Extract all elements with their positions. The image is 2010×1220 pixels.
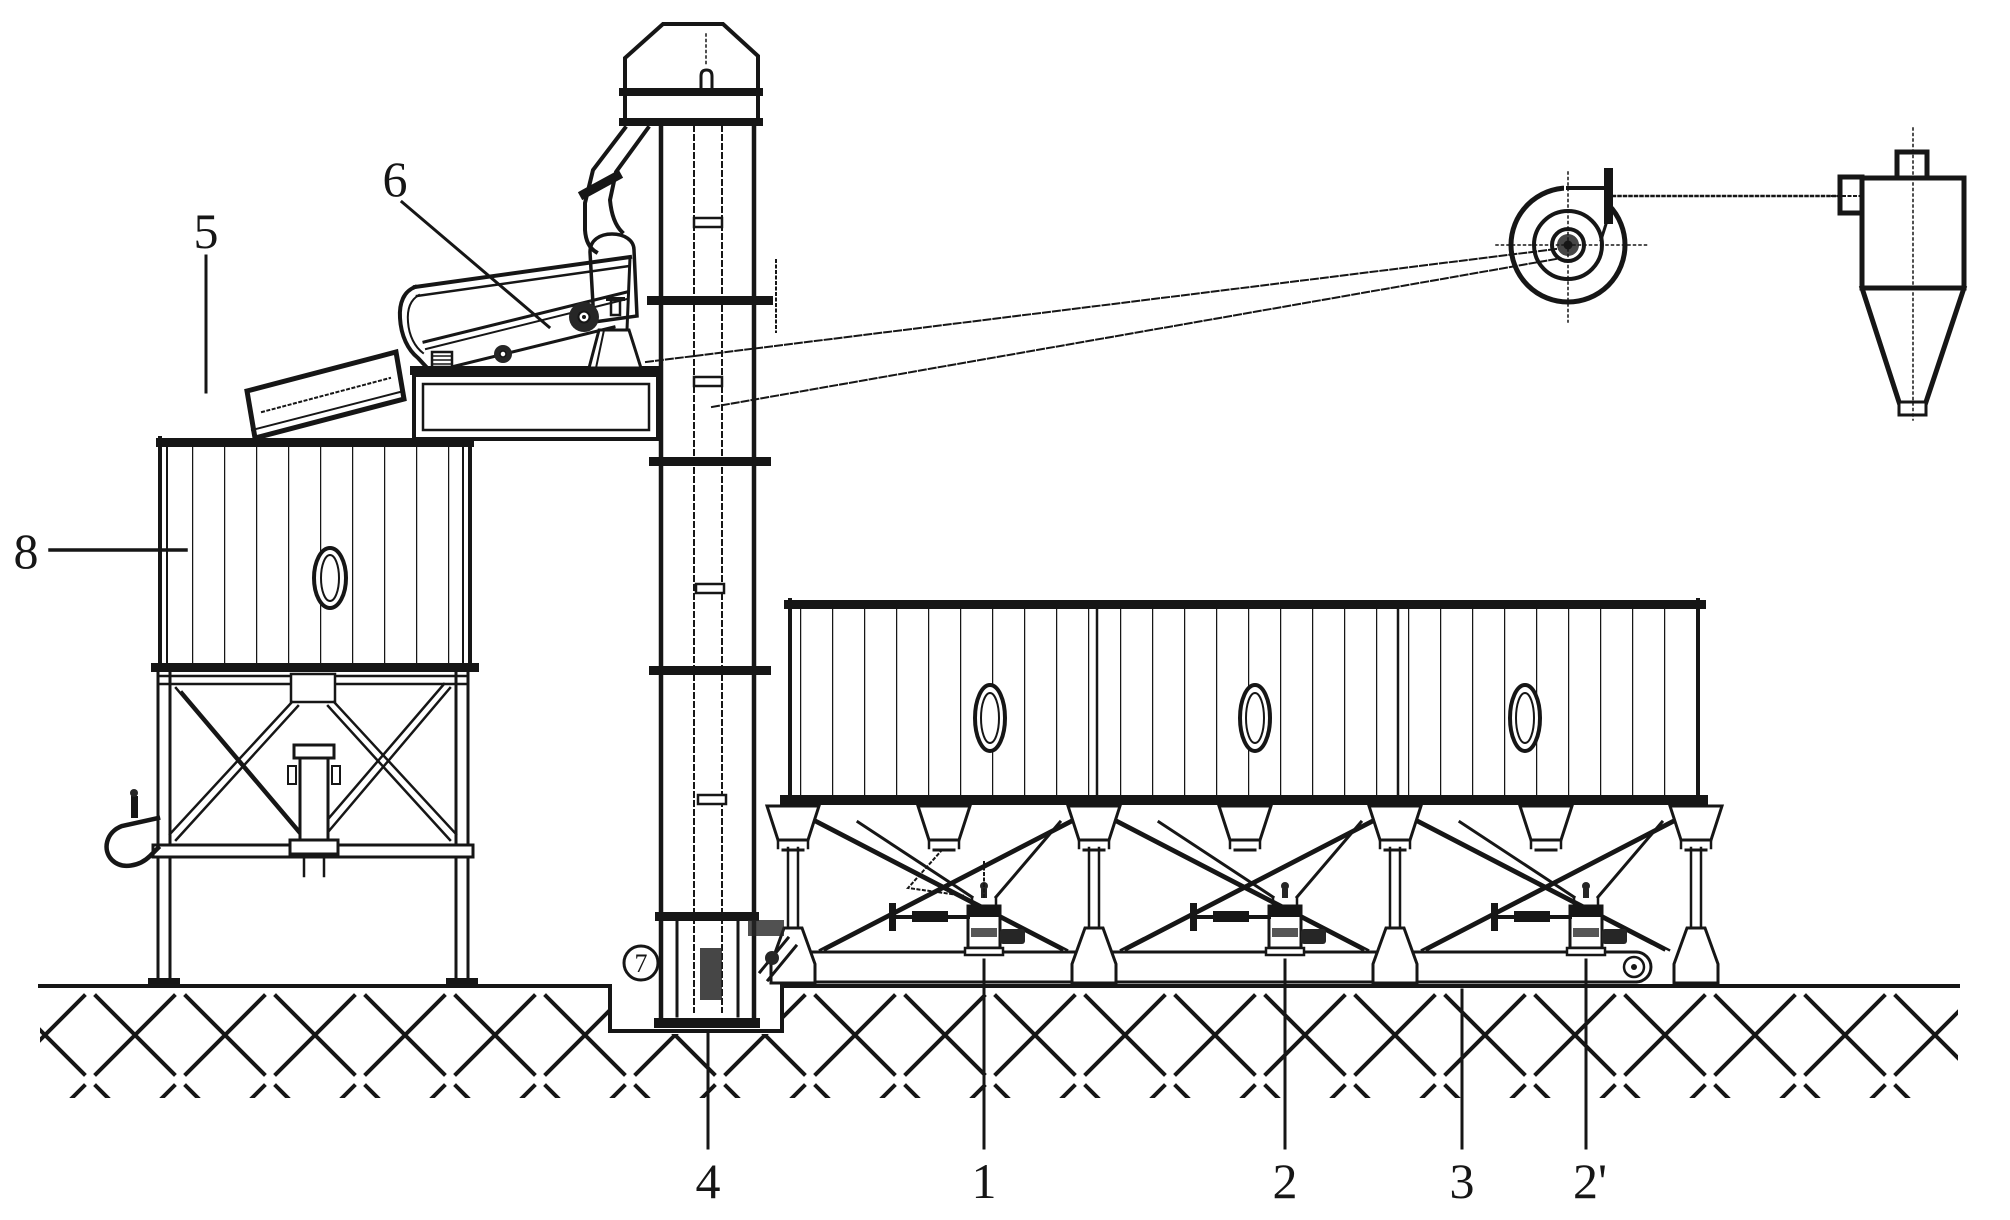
manhole-oval <box>973 683 1007 753</box>
elevator-pit <box>608 984 784 1033</box>
vent-stub <box>699 68 714 92</box>
elevator-head-cap <box>623 22 760 92</box>
cleaner-platform <box>410 366 662 441</box>
manhole-oval <box>1238 683 1272 753</box>
callout-7-circle: 7 <box>622 944 660 982</box>
fan-outlet-flange <box>1604 168 1613 224</box>
soil-hatch <box>40 990 1958 1098</box>
truss-foot <box>769 846 817 985</box>
side-chute <box>104 789 162 869</box>
discharge-spout <box>287 743 341 878</box>
callout-2: 2 <box>1273 1153 1298 1209</box>
cleaner-spring-support <box>428 350 456 373</box>
manhole-oval <box>1508 683 1542 753</box>
aspiration-ducts <box>644 247 1558 409</box>
hopper-hanger <box>765 804 821 852</box>
callout-labels: 5 6 8 4 1 2 3 2' <box>14 151 1608 1209</box>
callout-5: 5 <box>194 203 219 259</box>
silo-bank <box>780 598 1708 807</box>
head-spout <box>577 125 651 255</box>
intake-chute-5 <box>244 348 407 442</box>
callout-2prime: 2' <box>1573 1153 1607 1209</box>
bucket-elevator <box>619 22 777 1028</box>
callout-3: 3 <box>1450 1153 1475 1209</box>
ground <box>38 984 1960 1098</box>
truss-foot <box>1672 846 1720 985</box>
manhole-oval <box>312 546 348 610</box>
hopper-hanger <box>1367 804 1423 852</box>
truss-foot <box>1070 846 1118 985</box>
callout-7: 7 <box>635 949 648 978</box>
centrifugal-fan <box>1495 168 1842 323</box>
storage-bin-8 <box>151 436 479 672</box>
elevator-boot <box>654 915 760 1028</box>
belt-conveyor-3 <box>796 950 1653 984</box>
hopper-hanger <box>1066 804 1122 852</box>
callout-4: 4 <box>696 1153 721 1209</box>
hopper-hanger <box>1518 804 1574 852</box>
callout-6: 6 <box>383 151 408 207</box>
callout-8: 8 <box>14 523 39 579</box>
grain-cleaner-6 <box>397 232 644 375</box>
support-truss <box>748 804 1724 985</box>
bin-support-frame <box>104 670 478 986</box>
truss-foot <box>1371 846 1419 985</box>
hopper-hanger <box>916 804 972 852</box>
hopper-hanger <box>1668 804 1724 852</box>
transfer-chute <box>748 920 799 983</box>
flow-path-dotted <box>906 848 968 898</box>
cyclone-separator <box>1831 127 1968 421</box>
callout-1: 1 <box>972 1153 997 1209</box>
boot-pulley-area <box>700 948 722 1000</box>
hopper-hanger <box>1217 804 1273 852</box>
